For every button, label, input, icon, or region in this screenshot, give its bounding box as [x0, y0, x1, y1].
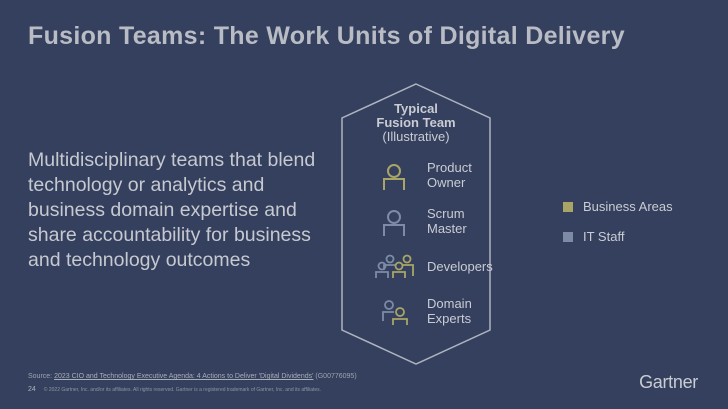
it-swatch: [563, 231, 573, 242]
copyright: © 2022 Gartner, Inc. and/or its affiliat…: [43, 386, 322, 393]
footer: 24 © 2022 Gartner, Inc. and/or its affili…: [28, 386, 321, 393]
role-developers: Developers: [427, 259, 493, 274]
business-swatch: [563, 201, 573, 212]
page-number: 24: [28, 386, 36, 393]
legend-business-areas: Business Areas: [563, 199, 673, 214]
gartner-logo: Gartner: [639, 372, 698, 392]
source-link[interactable]: 2023 CIO and Technology Executive Agenda…: [54, 373, 314, 380]
heading-line2: Fusion Team: [376, 115, 456, 130]
scrum-master-icon: [383, 210, 405, 236]
body-text: Multidisciplinary teams that blend techn…: [28, 149, 316, 271]
heading-line1: Typical: [394, 101, 438, 116]
domain-experts-icon: [382, 300, 408, 325]
source-note: Source: 2023 CIO and Technology Executiv…: [28, 373, 357, 380]
legend-it-staff: IT Staff: [563, 229, 624, 244]
product-owner-icon: [383, 164, 405, 190]
hexagon-heading: Typical Fusion Team (Illustrative): [360, 102, 472, 144]
developers-icon: [375, 254, 414, 278]
slide-title: Fusion Teams: The Work Units of Digital …: [28, 22, 625, 50]
heading-line3: (Illustrative): [382, 129, 450, 144]
